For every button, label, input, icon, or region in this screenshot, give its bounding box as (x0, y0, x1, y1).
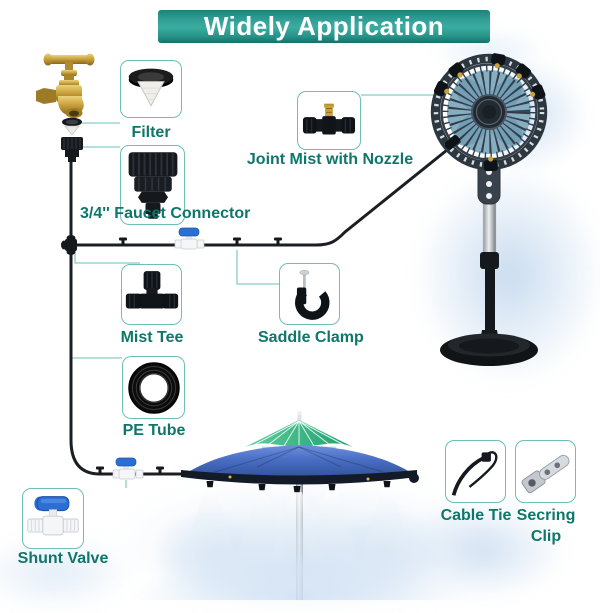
cable-tie-label: Cable Tie (440, 507, 512, 524)
joint-mist-icon (302, 103, 356, 134)
shunt-valve-label: Shunt Valve (17, 550, 109, 567)
inline-valve-2 (112, 457, 144, 480)
pe-tube-label: PE Tube (122, 422, 186, 439)
pe-tube-box (122, 356, 185, 419)
shunt-valve-box (22, 488, 84, 549)
mist-tee-icon (125, 271, 178, 309)
cable-tie-icon (451, 450, 497, 496)
joint-mist-label: Joint Mist with Nozzle (246, 151, 414, 168)
filter-icon (128, 68, 174, 107)
mist-overlay (130, 487, 470, 600)
joint-mist-box (297, 91, 361, 150)
faucet-connector-box (120, 145, 185, 225)
cable-tie-box (445, 440, 506, 503)
inline-filter (62, 117, 82, 136)
faucet-connector-label: 3/4'' Faucet Connector (80, 205, 251, 222)
saddle-clamp-icon (294, 269, 330, 320)
saddle-clamp-box (279, 263, 340, 325)
secring-clip-box (515, 440, 576, 503)
tube-nozzle-barbs (96, 237, 282, 474)
mist-tee-label: Mist Tee (120, 329, 184, 346)
pe-tube-icon (127, 361, 180, 414)
inline-faucet-connector (61, 137, 83, 162)
inline-mist-tee (61, 235, 77, 255)
mist-tee-box (121, 264, 182, 325)
inline-valve-1 (174, 227, 205, 250)
fan-head (430, 53, 548, 172)
secring-clip-icon (520, 454, 569, 493)
faucet-image (36, 53, 95, 118)
shunt-valve-icon (27, 495, 79, 535)
saddle-clamp-label: Saddle Clamp (258, 329, 364, 346)
secring-clip-label: Secring Clip (516, 507, 576, 545)
banner-title: Widely Application (158, 10, 490, 43)
faucet-connector-icon (128, 152, 177, 219)
fan-image (430, 53, 548, 366)
filter-label: Filter (131, 124, 171, 141)
filter-box (120, 60, 182, 118)
